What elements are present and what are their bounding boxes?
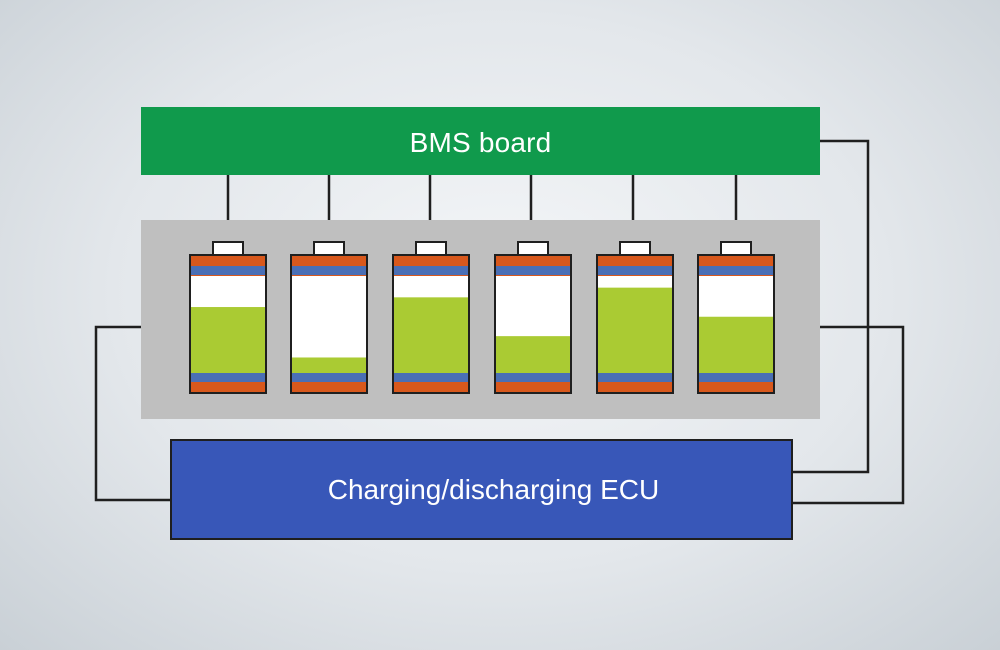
bms-board: BMS board: [141, 107, 820, 175]
battery-stripe: [191, 373, 265, 382]
bms-to-ecu-wire: [793, 139, 870, 474]
battery-stripe: [699, 266, 773, 275]
charging-ecu: Charging/discharging ECU: [170, 439, 793, 540]
battery-cell: [494, 241, 572, 394]
battery-charge-level: [598, 287, 672, 373]
battery-stripe: [699, 373, 773, 382]
battery-stripe: [598, 373, 672, 382]
battery-terminal: [415, 241, 447, 257]
battery-charge-level: [394, 297, 468, 373]
battery-cell: [189, 241, 267, 394]
battery-terminal: [517, 241, 549, 257]
battery-stripe: [496, 266, 570, 275]
battery-stripe: [191, 266, 265, 275]
battery-stripe: [598, 266, 672, 275]
battery-charge-level: [191, 307, 265, 373]
battery-stripe: [394, 373, 468, 382]
bms-board-label: BMS board: [409, 127, 552, 158]
battery-cell: [290, 241, 368, 394]
battery-stripe: [496, 373, 570, 382]
battery-cell: [596, 241, 674, 394]
battery-cell: [697, 241, 775, 394]
battery-terminal: [313, 241, 345, 257]
pack-to-ecu-wire-right: [793, 325, 905, 505]
charging-ecu-label: Charging/discharging ECU: [327, 473, 660, 505]
battery-stripe: [292, 373, 366, 382]
battery-charge-level: [292, 357, 366, 373]
battery-cell: [392, 241, 470, 394]
battery-charge-level: [699, 316, 773, 373]
battery-terminal: [212, 241, 244, 257]
battery-terminal: [619, 241, 651, 257]
battery-terminal: [720, 241, 752, 257]
battery-charge-level: [496, 336, 570, 373]
battery-stripe: [394, 266, 468, 275]
battery-stripe: [292, 266, 366, 275]
pack-to-ecu-wire-left: [94, 325, 170, 502]
battery-empty-zone: [292, 276, 366, 373]
